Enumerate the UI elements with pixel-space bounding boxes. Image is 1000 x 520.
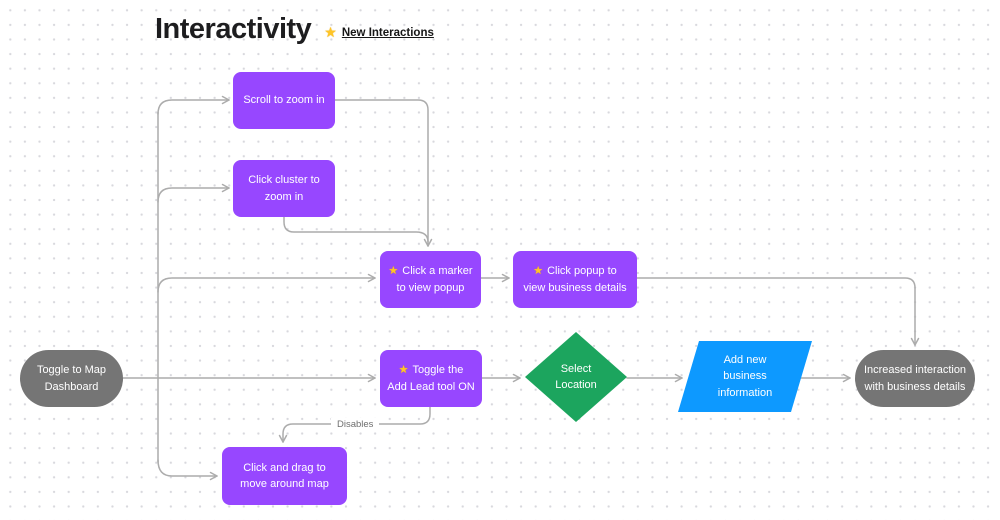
node-label: ★Toggle the Add Lead tool ON bbox=[387, 364, 475, 393]
connector-to-drag[interactable] bbox=[157, 459, 218, 481]
node-toggle-to-map-dashboard[interactable]: Toggle to Map Dashboard bbox=[20, 350, 123, 407]
node-add-new-business-information[interactable]: Add new business information bbox=[678, 341, 812, 412]
new-interactions-link[interactable]: ★ New Interactions bbox=[324, 24, 434, 41]
page-title[interactable]: Interactivity bbox=[155, 13, 312, 45]
node-label: ★Click popup to view business details bbox=[523, 265, 627, 294]
node-click-a-marker-to-view-popup[interactable]: ★Click a marker to view popup bbox=[380, 251, 481, 308]
node-label: Add new business information bbox=[717, 353, 773, 399]
node-toggle-add-lead-tool-on[interactable]: ★Toggle the Add Lead tool ON bbox=[380, 350, 482, 407]
star-icon: ★ bbox=[533, 265, 544, 277]
node-label: Select Location bbox=[555, 362, 597, 392]
node-click-and-drag-to-move-around-map[interactable]: Click and drag to move around map bbox=[222, 447, 347, 505]
connector-cluster-to-marker[interactable] bbox=[283, 216, 429, 243]
node-click-cluster-to-zoom-in[interactable]: Click cluster to zoom in bbox=[233, 160, 335, 217]
node-label: Scroll to zoom in bbox=[243, 94, 325, 107]
edge-label-disables[interactable]: Disables bbox=[331, 418, 380, 431]
node-label: Increased interaction with business deta… bbox=[863, 364, 967, 393]
new-interactions-label: New Interactions bbox=[341, 26, 434, 39]
node-label: Click and drag to move around map bbox=[240, 461, 329, 491]
star-icon: ★ bbox=[398, 364, 409, 376]
node-increased-interaction-with-business-details[interactable]: Increased interaction with business deta… bbox=[855, 350, 975, 407]
star-icon: ★ bbox=[324, 24, 337, 40]
connector-popup-to-increase[interactable] bbox=[636, 277, 920, 346]
connector-to-cluster[interactable] bbox=[157, 183, 230, 203]
star-icon: ★ bbox=[388, 265, 399, 277]
connector-to-marker[interactable] bbox=[157, 273, 376, 293]
connector-to-scroll[interactable] bbox=[157, 95, 230, 115]
node-label: Toggle to Map Dashboard bbox=[36, 364, 107, 393]
connector-scroll-to-marker[interactable] bbox=[334, 99, 433, 247]
node-scroll-to-zoom-in[interactable]: Scroll to zoom in bbox=[233, 72, 335, 129]
node-label: Click cluster to zoom in bbox=[248, 174, 320, 203]
node-label: ★Click a marker to view popup bbox=[388, 265, 473, 294]
node-click-popup-to-view-business-details[interactable]: ★Click popup to view business details bbox=[513, 251, 637, 308]
